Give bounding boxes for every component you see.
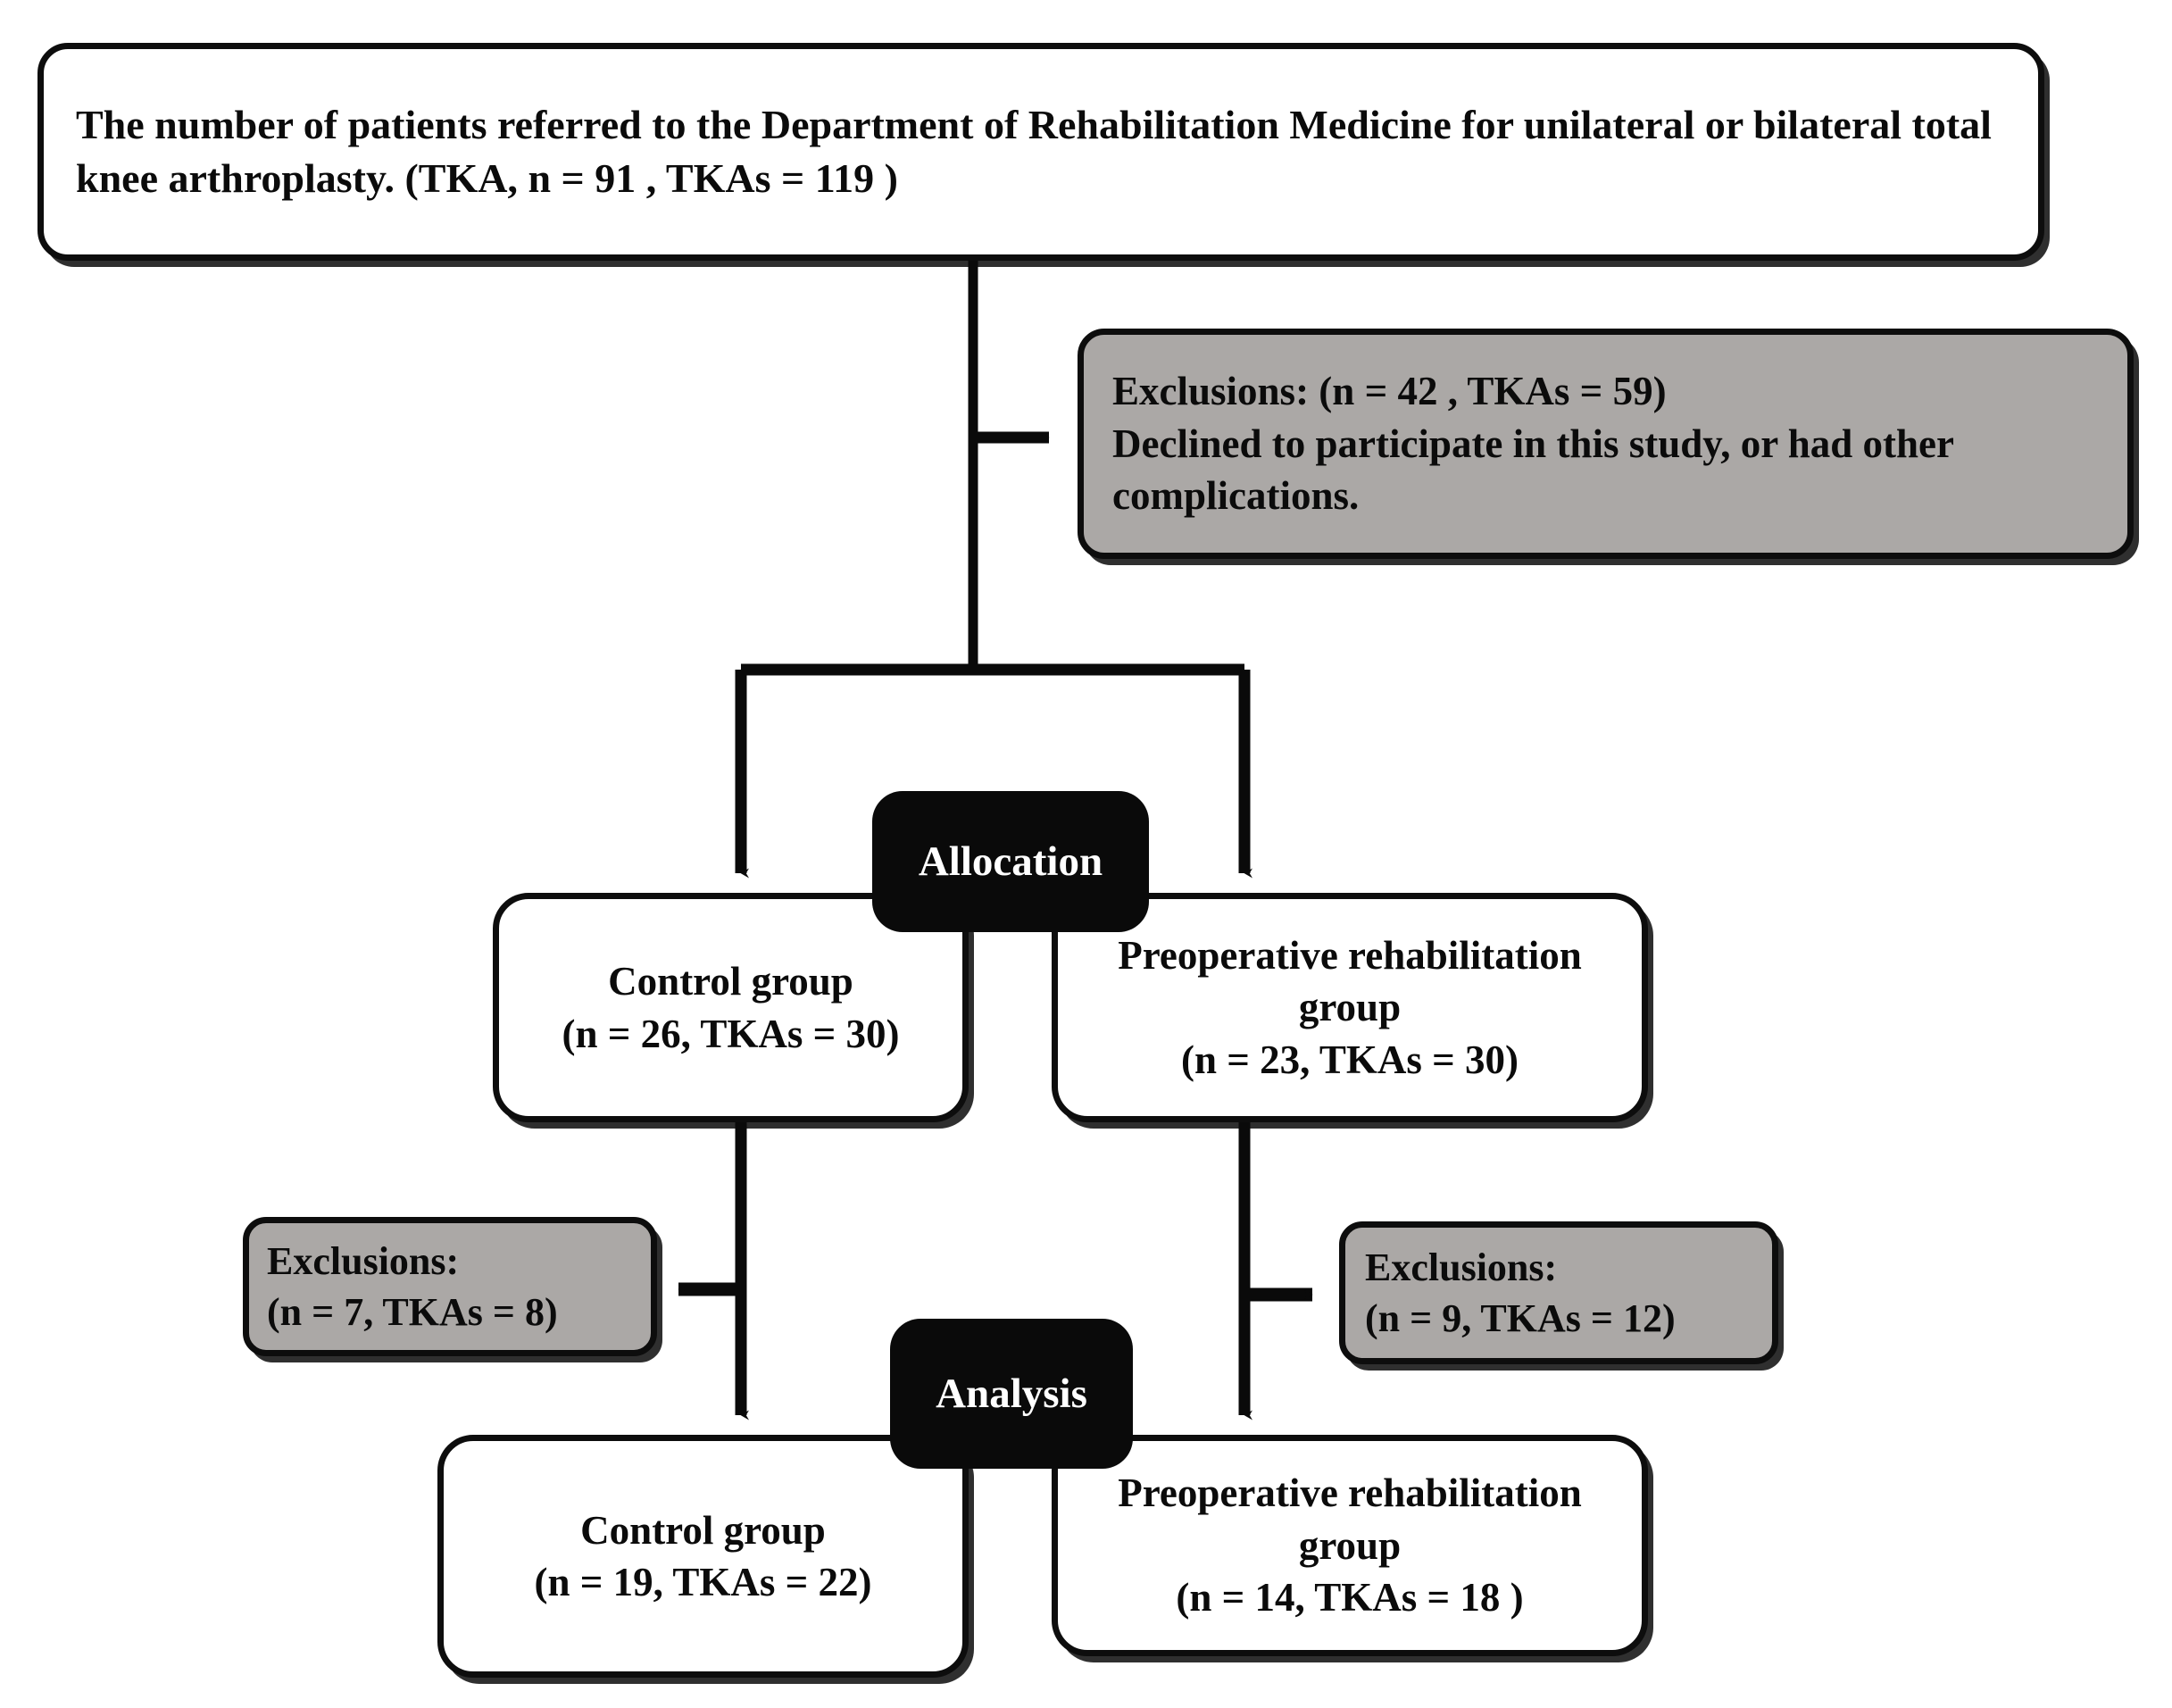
exclusions-enrollment-box: Exclusions: (n = 42 , TKAs = 59) Decline… — [1078, 329, 2134, 559]
stage-label-analysis: Analysis — [890, 1319, 1133, 1469]
stage-label-analysis-text: Analysis — [936, 1371, 1087, 1417]
analysis-preop-group-text: Preoperative rehabilitation group (n = 1… — [1118, 1471, 1582, 1621]
analysis-control-group-text: Control group (n = 19, TKAs = 22) — [534, 1507, 872, 1605]
analysis-preop-group-box: Preoperative rehabilitation group (n = 1… — [1052, 1435, 1648, 1656]
exclusions-preop-box: Exclusions: (n = 9, TKAs = 12) — [1339, 1221, 1778, 1364]
exclusions-control-text: Exclusions: (n = 7, TKAs = 8) — [267, 1238, 558, 1334]
allocation-control-group-box: Control group (n = 26, TKAs = 30) — [493, 893, 969, 1122]
exclusions-control-box: Exclusions: (n = 7, TKAs = 8) — [243, 1217, 657, 1356]
stage-label-allocation: Allocation — [872, 791, 1149, 932]
analysis-control-group-box: Control group (n = 19, TKAs = 22) — [437, 1435, 969, 1678]
exclusions-preop-text: Exclusions: (n = 9, TKAs = 12) — [1365, 1245, 1676, 1340]
enrollment-text: The number of patients referred to the D… — [76, 102, 1992, 201]
allocation-preop-group-text: Preoperative rehabilitation group (n = 2… — [1118, 932, 1582, 1082]
stage-label-allocation-text: Allocation — [918, 838, 1103, 885]
allocation-control-group-text: Control group (n = 26, TKAs = 30) — [562, 959, 900, 1056]
exclusions-enrollment-text: Exclusions: (n = 42 , TKAs = 59) Decline… — [1112, 369, 1954, 519]
allocation-preop-group-box: Preoperative rehabilitation group (n = 2… — [1052, 893, 1648, 1122]
enrollment-box: The number of patients referred to the D… — [37, 43, 2044, 261]
